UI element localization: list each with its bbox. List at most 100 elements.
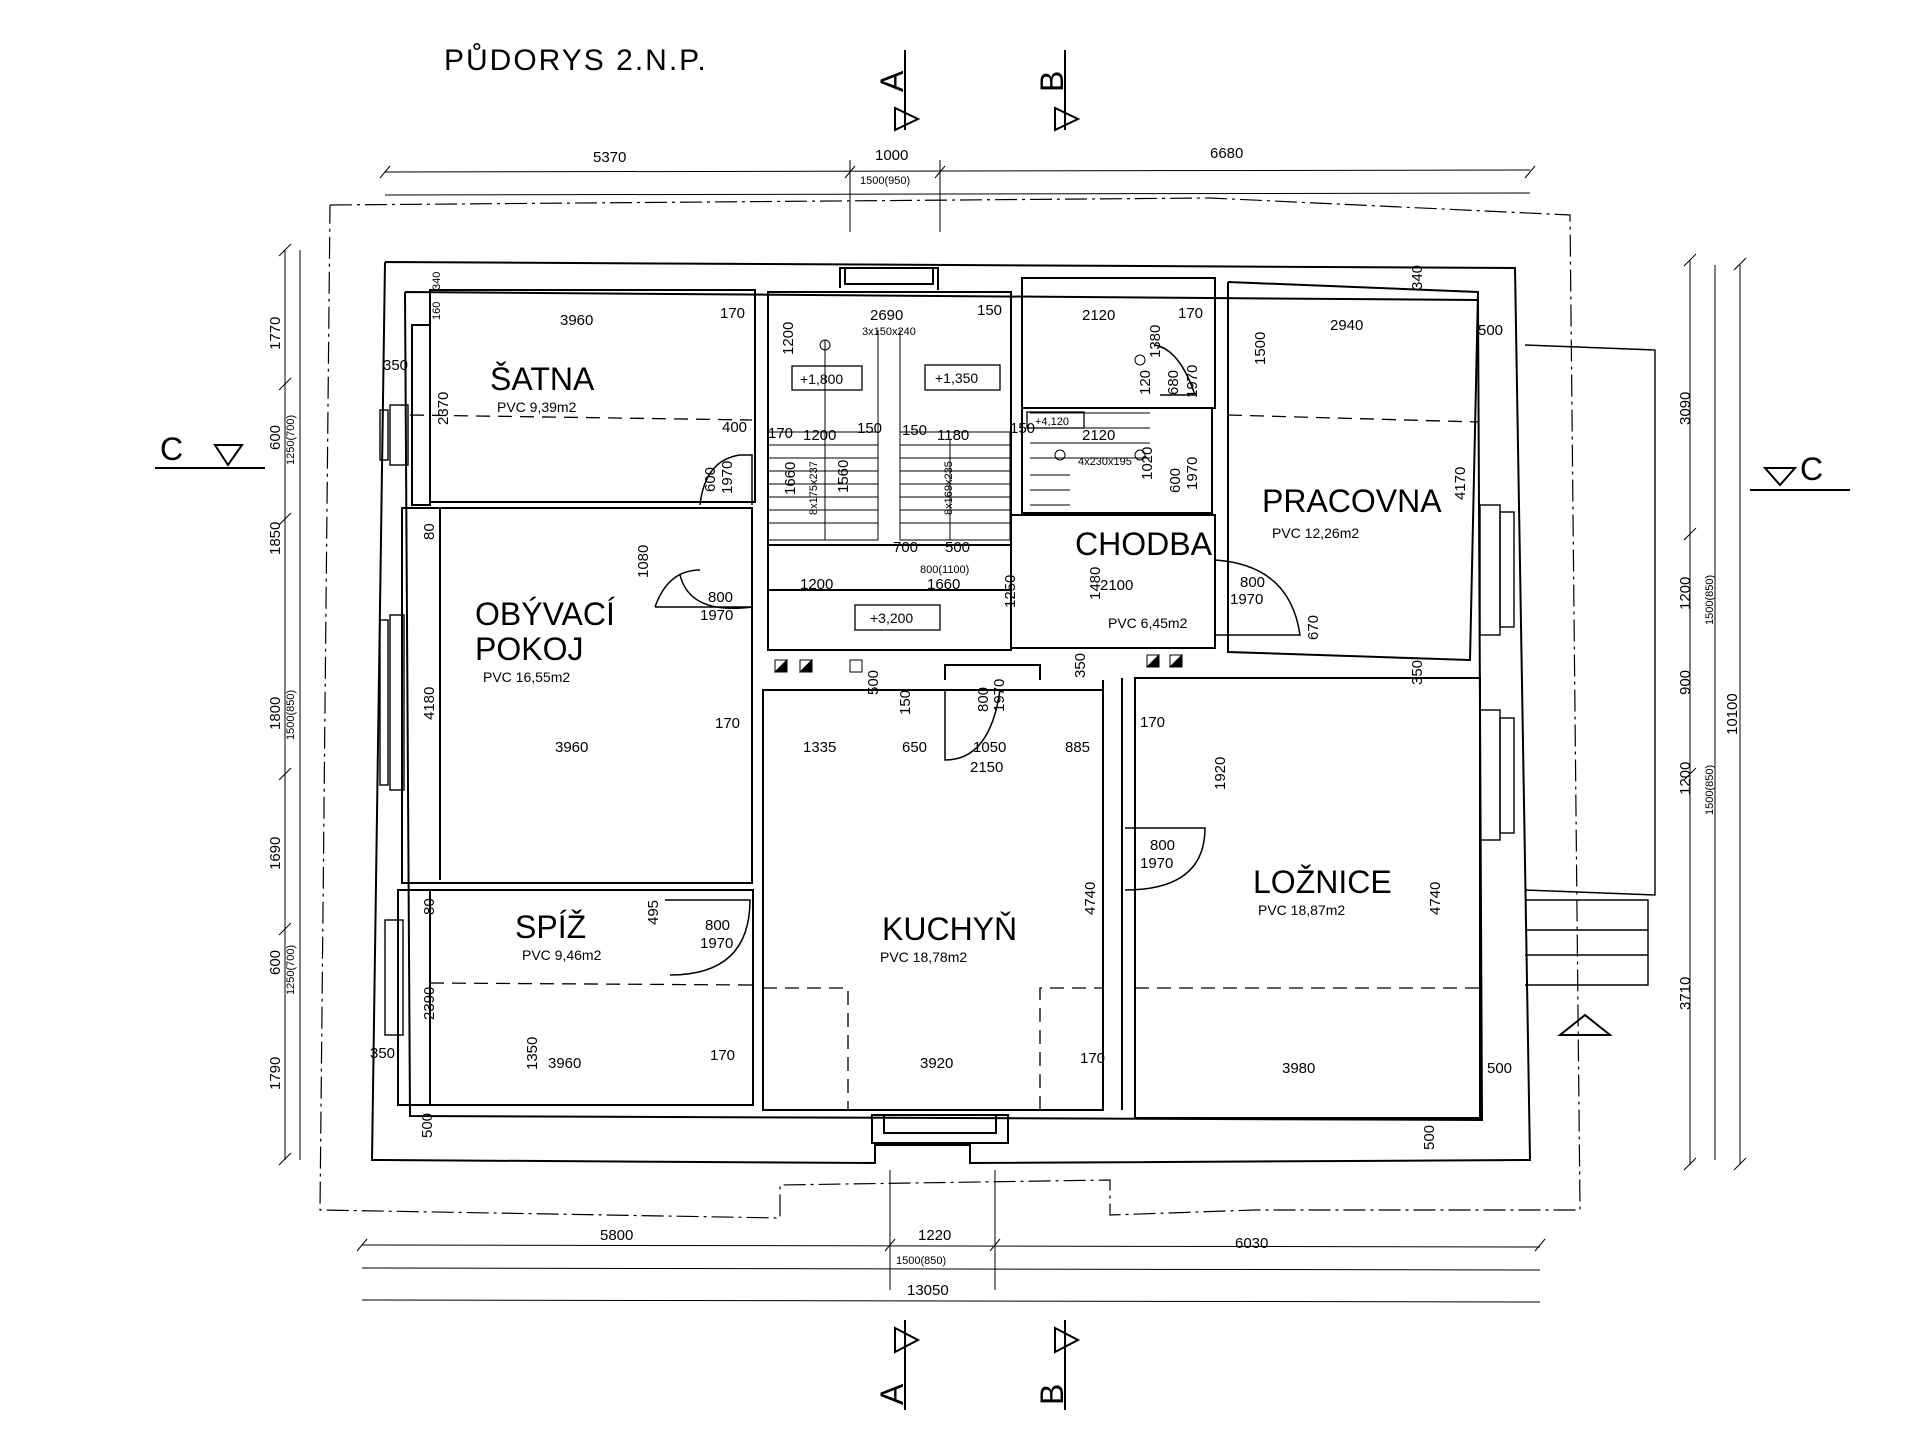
dim-in-2: 160 bbox=[431, 302, 443, 320]
dimension-labels-bottom: 5800 1220 1500(850) 6030 13050 bbox=[600, 1227, 1268, 1299]
dim-bottom-3: 1500(850) bbox=[896, 1255, 946, 1267]
exterior-walls bbox=[370, 261, 1532, 1165]
dim-left-2: 600 bbox=[267, 425, 284, 450]
dim-in-55: 1970 bbox=[991, 679, 1008, 712]
dim-in-77: 350 bbox=[370, 1045, 395, 1062]
dim-right-2: 4170 bbox=[1452, 467, 1469, 500]
dim-in-62: 170 bbox=[1140, 714, 1165, 731]
room-area-loznice: PVC 18,87m2 bbox=[1258, 902, 1345, 918]
dim-in-45: 2100 bbox=[1100, 577, 1133, 594]
dim-in-19: 1560 bbox=[835, 460, 852, 493]
section-markers bbox=[155, 50, 1850, 1410]
dim-in-21: 170 bbox=[1178, 305, 1203, 322]
dim-in-42: 1660 bbox=[927, 576, 960, 593]
dim-left-6: 1500(850) bbox=[285, 690, 297, 740]
dim-in-25: 1970 bbox=[1184, 365, 1201, 398]
level-boxes bbox=[791, 364, 1085, 631]
room-label-satna: ŠATNA bbox=[490, 361, 595, 397]
level-mark-4120: +4,120 bbox=[1035, 416, 1069, 428]
dim-in-58: 650 bbox=[902, 739, 927, 756]
windows bbox=[379, 344, 1656, 1036]
interior-walls bbox=[397, 277, 1481, 1119]
dim-in-13: 1200 bbox=[803, 427, 836, 444]
dim-in-52: 500 bbox=[865, 670, 882, 695]
dim-in-82: 500 bbox=[419, 1113, 436, 1138]
dim-in-14: 150 bbox=[857, 420, 882, 437]
dim-bottom-1: 5800 bbox=[600, 1227, 633, 1244]
dim-in-34: 80 bbox=[421, 523, 438, 540]
room-label-obyvaci-2: POKOJ bbox=[475, 631, 583, 667]
dim-top-1: 5370 bbox=[593, 149, 626, 166]
dim-in-60: 885 bbox=[1065, 739, 1090, 756]
dim-in-63: 1920 bbox=[1212, 757, 1229, 790]
room-area-satna: PVC 9,39m2 bbox=[497, 399, 577, 415]
dim-left-9: 1250(700) bbox=[285, 945, 297, 995]
dimension-labels-right: 3090 4170 1200 1500(850) 900 10100 1200 … bbox=[1452, 392, 1741, 1010]
dim-in-74: 1350 bbox=[524, 1037, 541, 1070]
dim-in-57: 1335 bbox=[803, 739, 836, 756]
dim-in-23: 120 bbox=[1137, 370, 1154, 395]
dim-in-36: 800 bbox=[708, 589, 733, 606]
dim-in-35: 1080 bbox=[635, 545, 652, 578]
dim-in-29: 1970 bbox=[1184, 457, 1201, 490]
dimension-lines bbox=[278, 160, 1747, 1303]
dim-in-61: 2150 bbox=[970, 759, 1003, 776]
dim-top-2: 1000 bbox=[875, 147, 908, 164]
dim-in-26: 2120 bbox=[1082, 427, 1115, 444]
dim-in-18: 1660 bbox=[782, 462, 799, 495]
dim-in-3: 340 bbox=[431, 272, 443, 290]
dim-in-6: 400 bbox=[722, 419, 747, 436]
room-label-obyvaci-1: OBÝVACÍ bbox=[475, 596, 615, 632]
dim-in-30: 2940 bbox=[1330, 317, 1363, 334]
stair-spec-2: 8x175x237 bbox=[808, 461, 820, 515]
dim-in-76: 170 bbox=[710, 1047, 735, 1064]
dim-in-16: 1180 bbox=[937, 427, 969, 444]
roof-outline bbox=[319, 197, 1581, 1219]
room-label-kuchyn: KUCHYŇ bbox=[882, 911, 1017, 947]
dim-in-33: 340 bbox=[1409, 265, 1426, 290]
dim-in-43: 1250 bbox=[1002, 575, 1019, 608]
dim-right-4: 1500(850) bbox=[1704, 575, 1716, 625]
dim-in-44: 1480 bbox=[1087, 567, 1104, 600]
dim-in-17: 150 bbox=[1010, 420, 1035, 437]
dim-left-10: 1790 bbox=[267, 1057, 284, 1090]
room-area-kuchyn: PVC 18,78m2 bbox=[880, 949, 967, 965]
dim-in-8: 1970 bbox=[719, 461, 736, 494]
dim-in-48: 670 bbox=[1305, 615, 1322, 640]
vent-symbols bbox=[773, 653, 1183, 673]
dim-in-80: 3980 bbox=[1282, 1060, 1315, 1077]
dim-in-70: 495 bbox=[645, 900, 662, 925]
level-mark-1350: +1,350 bbox=[935, 370, 978, 386]
dim-in-39: 700 bbox=[893, 539, 918, 556]
dim-top-3: 1500(950) bbox=[860, 175, 910, 187]
dim-in-38: 1200 bbox=[800, 576, 833, 593]
dim-in-69: 80 bbox=[421, 898, 438, 915]
dim-bottom-4: 6030 bbox=[1235, 1235, 1268, 1252]
dim-in-41: 800(1100) bbox=[920, 564, 969, 576]
section-label-b-bottom: B bbox=[1034, 1384, 1070, 1405]
dim-in-7: 600 bbox=[702, 467, 719, 492]
dim-in-51: 170 bbox=[715, 715, 740, 732]
dim-bottom-2: 1220 bbox=[918, 1227, 951, 1244]
dim-in-40: 500 bbox=[945, 539, 970, 556]
dim-left-3: 1250(700) bbox=[285, 415, 297, 465]
dim-bottom-5: 13050 bbox=[907, 1282, 949, 1299]
dim-in-75: 3960 bbox=[548, 1055, 581, 1072]
dim-right-9: 3710 bbox=[1677, 977, 1694, 1010]
dim-left-8: 600 bbox=[267, 950, 284, 975]
dim-in-56: 350 bbox=[1072, 653, 1089, 678]
room-area-spiz: PVC 9,46m2 bbox=[522, 947, 602, 963]
section-label-c-right: C bbox=[1800, 451, 1823, 487]
dim-in-15: 150 bbox=[902, 422, 927, 439]
room-label-spiz: SPÍŽ bbox=[515, 909, 586, 945]
dimension-labels-left: 1770 600 1250(700) 1850 1800 1500(850) 1… bbox=[267, 317, 297, 1090]
dim-in-22: 1380 bbox=[1147, 325, 1164, 358]
section-label-b-top: B bbox=[1034, 71, 1070, 92]
dim-in-68: 4740 bbox=[1427, 882, 1444, 915]
dim-in-5: 2370 bbox=[435, 392, 452, 425]
dim-in-50: 3960 bbox=[555, 739, 588, 756]
dim-in-9: 2690 bbox=[870, 307, 903, 324]
dim-right-7: 1200 bbox=[1677, 762, 1694, 795]
dim-in-66: 1970 bbox=[1140, 855, 1173, 872]
